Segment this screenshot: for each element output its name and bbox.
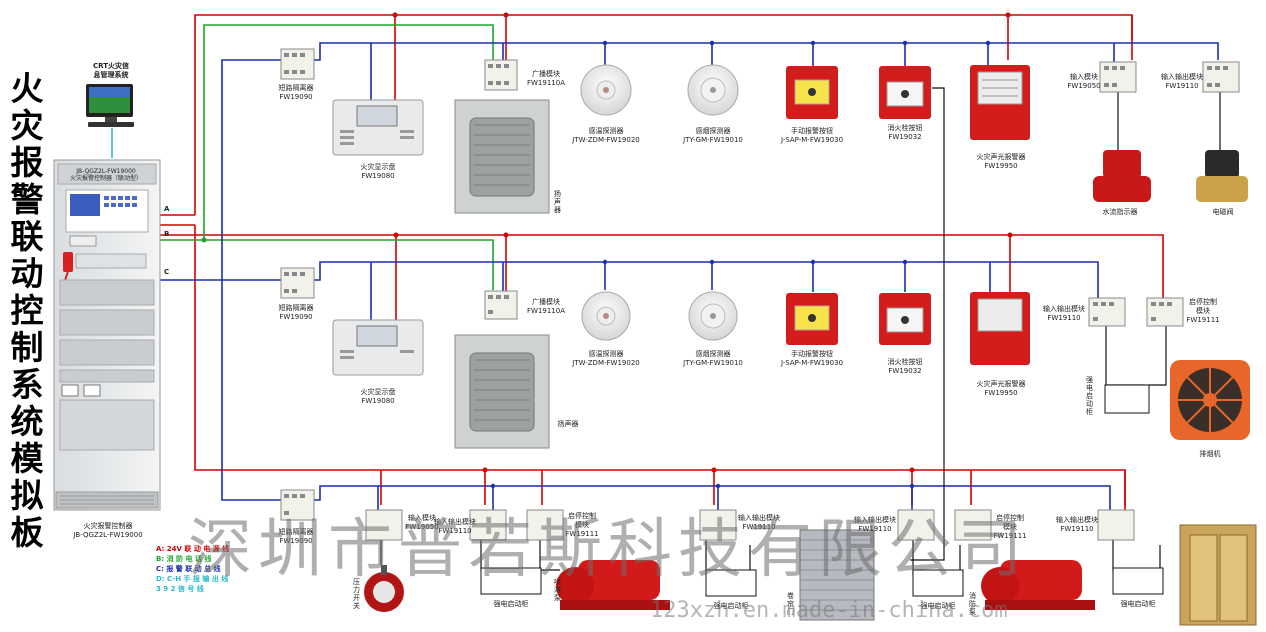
- row1-heat-detector-device: [580, 64, 632, 116]
- row1-speaker-device: [454, 99, 550, 214]
- row3-elevator-device: [1179, 524, 1257, 626]
- row2-smoke-exhaust-fan-device: [1170, 360, 1250, 440]
- blue-junction-dots: [490, 40, 991, 489]
- legend-item: A: 24V 联 动 电 源 线: [156, 545, 230, 553]
- row1-display-device: [332, 99, 424, 156]
- row3-cabinet-4-label: 强电启动柜: [1120, 600, 1156, 608]
- control-cabinet: [53, 159, 161, 511]
- row3-cabinet-3-label: 强电启动柜: [920, 602, 956, 610]
- company-watermark: 深圳市普若斯科技有限公司: [188, 513, 1028, 587]
- row3-cabinet-1-label: 强电启动柜: [493, 600, 529, 608]
- row3-modules: [365, 509, 1135, 541]
- row1-speaker-label: 扬声器: [554, 190, 561, 214]
- legend-item: B: 消 防 电 话 线: [156, 555, 212, 563]
- green-bus-lines: [160, 24, 494, 290]
- row2-io-module-device: [1088, 297, 1126, 327]
- row1-manual-button-device: [786, 66, 838, 119]
- row2-speaker-label: 扬声器: [557, 420, 579, 428]
- row3-pump-2-label: 消防泵: [969, 592, 976, 616]
- row3-power-cabinet-boxes: [480, 567, 1164, 597]
- legend: A: 24V 联 动 电 源 线 B: 消 防 电 话 线 C: 报 警 联 动…: [156, 544, 229, 594]
- row2-sound-light-alarm-device: [970, 292, 1030, 365]
- row1-hydrant-button-device: [879, 66, 931, 119]
- row1-valve-label: 电磁阀: [1212, 208, 1234, 216]
- row2-display-device: [332, 319, 424, 376]
- row1-water-flow-indicator-device: [1093, 150, 1151, 202]
- legend-item: 3 9 2 信 号 线: [156, 585, 204, 593]
- legend-item: D: C-H 手 报 输 出 线: [156, 575, 229, 583]
- row2-smoke-detector-device: [688, 291, 738, 341]
- row1-smoke-detector-device: [687, 64, 739, 116]
- row3-pump-1-label: 喷淋泵: [554, 578, 561, 602]
- vertical-title: 火灾 报警 联动 控制 系统 模拟 板: [10, 69, 44, 552]
- row3-shutter-door-device: [799, 529, 875, 621]
- row2-cabinet-label: 强电启动柜: [1086, 376, 1093, 416]
- row1-broadcast-module-device: [484, 59, 518, 91]
- row2-fan-label: 排烟机: [1199, 450, 1221, 458]
- site-watermark: 123xzh.en.made-in-china.com: [650, 598, 1008, 623]
- row1-isolator-device: [280, 48, 315, 80]
- row2-hydrant-button-device: [879, 293, 931, 345]
- row2-speaker-device: [454, 334, 550, 449]
- row3-isolator-device: [280, 489, 315, 521]
- bus-letter-b: B: [164, 230, 170, 238]
- row2-broadcast-module-device: [484, 290, 518, 320]
- legend-item: C: 报 警 联 动 总 线: [156, 565, 221, 573]
- row1-io-module-device: [1202, 61, 1240, 93]
- row1-sound-light-alarm-device: [970, 65, 1030, 140]
- row2-isolator-device: [280, 267, 315, 299]
- row3-sprinkler-pump-device: [556, 560, 670, 610]
- row3-shutter-label: 卷帘门: [787, 592, 794, 616]
- red-bus-lines: [160, 14, 1164, 515]
- row3-fire-pump-device: [981, 560, 1095, 610]
- crt-label: CRT火灾信息管理系统: [93, 62, 129, 79]
- bus-letter-a: A: [164, 205, 170, 213]
- row2-start-stop-module-device: [1146, 297, 1184, 327]
- row2-heat-detector-device: [581, 291, 631, 341]
- row3-cabinet-2-label: 强电启动柜: [713, 602, 749, 610]
- row1-solenoid-valve-device: [1196, 150, 1248, 202]
- row3-pressure-switch-device: [364, 565, 404, 612]
- bus-letter-c: C: [164, 268, 170, 276]
- blue-bus-lines: [160, 42, 1219, 510]
- row2-power-cabinet-box: [1104, 384, 1150, 414]
- junction-dots: [201, 12, 1013, 473]
- row1-flow-label: 水流指示器: [1102, 208, 1138, 216]
- row1-input-module-device: [1099, 61, 1137, 93]
- row3-pressure-switch-label: 压力开关: [353, 578, 360, 610]
- crt-computer: [86, 84, 134, 127]
- row2-manual-button-device: [786, 293, 838, 345]
